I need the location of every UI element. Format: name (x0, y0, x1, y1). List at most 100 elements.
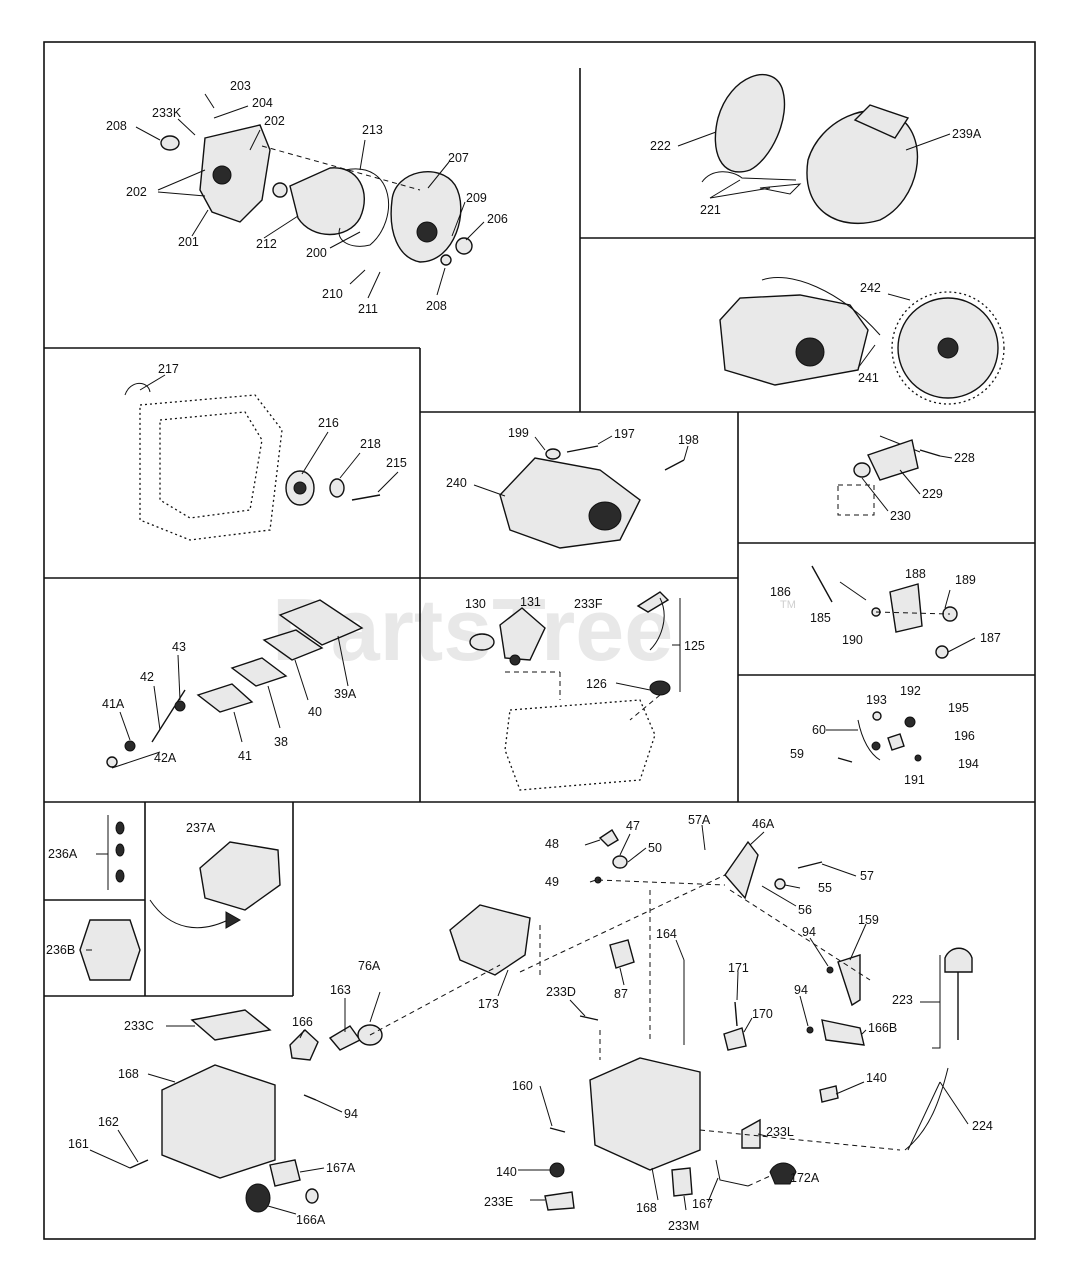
callout: 55 (818, 881, 832, 895)
callout: 204 (252, 96, 273, 110)
callout: 50 (648, 841, 662, 855)
screen-part (714, 73, 786, 173)
housing-fin (853, 104, 910, 139)
lead (651, 1167, 659, 1201)
callout: 140 (496, 1165, 517, 1179)
governor-bracket (837, 954, 861, 1007)
lead (861, 1029, 867, 1035)
lead (249, 129, 261, 151)
callout: 39A (334, 687, 357, 701)
engine-block (719, 294, 869, 386)
carburetor (199, 841, 281, 911)
clip-part (124, 382, 151, 396)
lead (757, 1133, 767, 1137)
watermark-trademark: TM (780, 599, 796, 611)
callout: 186 (770, 585, 791, 599)
lead (821, 863, 857, 877)
seal-part (160, 135, 180, 151)
callout: 166 (292, 1015, 313, 1029)
plate-assembly (837, 435, 953, 516)
screw-part (566, 445, 599, 453)
callout: 211 (358, 302, 378, 316)
lead (857, 344, 876, 369)
spacer-part (329, 478, 345, 498)
callout: 228 (954, 451, 975, 465)
lead (349, 269, 366, 285)
assembly-line (747, 1175, 771, 1187)
callout: 224 (972, 1119, 993, 1133)
lead (436, 267, 446, 296)
screw-part (826, 966, 834, 974)
lead (299, 1167, 325, 1173)
nut-part (935, 645, 949, 659)
callout: 125 (684, 639, 705, 653)
callout: 223 (892, 993, 913, 1007)
callout: 57 (860, 869, 874, 883)
starter-motor-assembly (473, 435, 689, 549)
callout: 215 (386, 456, 407, 470)
callout: 206 (487, 212, 508, 226)
grommet-part (649, 680, 671, 696)
callout: 237A (186, 821, 216, 835)
callout: 233D (546, 985, 576, 999)
lead (111, 751, 161, 769)
lead (339, 452, 361, 479)
spring-part (338, 168, 390, 247)
grommet-part (245, 1183, 271, 1213)
lead (861, 477, 889, 512)
lead (615, 682, 651, 691)
pump-body (499, 607, 546, 661)
pump-port (509, 654, 521, 666)
callout: 94 (802, 925, 816, 939)
callout: 207 (448, 151, 469, 165)
callout: 46A (752, 817, 775, 831)
callout: 233C (124, 1019, 154, 1033)
callout: 210 (322, 287, 343, 301)
fuel-hose (904, 1067, 949, 1151)
callout: 218 (360, 437, 381, 451)
motor-end (588, 501, 622, 531)
strap-part (741, 1118, 761, 1149)
flywheel-hub (937, 337, 959, 359)
wire-part (761, 276, 881, 336)
callout: 163 (330, 983, 351, 997)
lead (177, 118, 196, 136)
callout: 236B (46, 943, 75, 957)
callout: 197 (614, 427, 635, 441)
callout: 213 (362, 123, 383, 137)
gear-part (795, 337, 825, 367)
spring-part (811, 565, 833, 603)
pin-part (837, 757, 853, 763)
callout: 41A (102, 697, 125, 711)
nut-part (853, 462, 871, 478)
callout: 60 (812, 723, 826, 737)
lead (736, 971, 739, 1001)
lead (263, 215, 299, 239)
lead (117, 1129, 139, 1163)
lead (451, 201, 466, 237)
lead (153, 685, 161, 731)
fuel-tank-right (589, 1057, 701, 1171)
pulley-part (390, 171, 462, 263)
lead (337, 635, 349, 687)
lead (135, 126, 161, 141)
lead (267, 1205, 297, 1215)
label-part (671, 1167, 693, 1197)
blower-assembly (677, 73, 951, 225)
washer-part (872, 711, 882, 721)
valve-part (819, 1085, 839, 1103)
arrow-head (225, 911, 242, 929)
lead (709, 187, 771, 199)
intake-assembly (469, 591, 681, 791)
lead (761, 885, 797, 907)
lead (534, 436, 546, 451)
lead (315, 1099, 343, 1113)
lead (701, 824, 706, 851)
lead (677, 131, 717, 147)
callout: 38 (274, 735, 288, 749)
assembly-line (699, 1129, 901, 1151)
lead (89, 1149, 131, 1169)
callout: 43 (172, 640, 186, 654)
lead (683, 1195, 687, 1211)
lead (743, 1017, 753, 1033)
